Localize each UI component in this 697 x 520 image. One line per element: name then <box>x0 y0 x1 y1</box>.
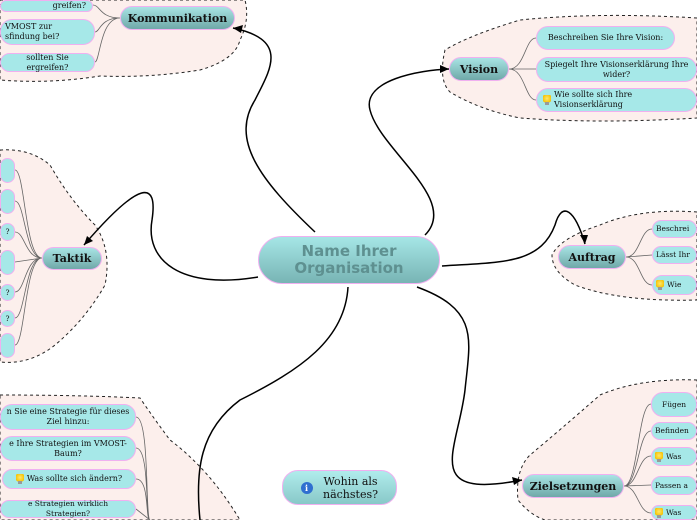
subtopic[interactable]: ? <box>0 284 15 301</box>
subtopic-label: Wie <box>667 280 682 289</box>
subtopic[interactable]: Befinden <box>651 422 697 440</box>
subtopic[interactable]: Wie sollte sich Ihre Visionserklärung <box>536 88 697 112</box>
subtopic[interactable] <box>0 333 15 358</box>
subtopic[interactable]: Passen a <box>651 476 697 495</box>
subtopic[interactable]: Wie <box>652 275 697 295</box>
subtopic-label: Wie sollte sich Ihre Visionserklärung <box>554 90 633 109</box>
lightbulb-icon <box>655 451 663 462</box>
topic-zielsetzungen[interactable]: Zielsetzungen <box>522 474 624 498</box>
subtopic[interactable]: Fügen <box>651 392 697 417</box>
next-steps-label: Wohin als nächstes? <box>322 474 378 501</box>
subtopic[interactable]: greifen? <box>0 0 93 12</box>
info-icon: i <box>300 481 313 494</box>
subtopic[interactable]: Spiegelt Ihre Visionserklärung Ihre wide… <box>536 57 697 82</box>
subtopic[interactable]: Was <box>651 447 697 466</box>
subtopic[interactable] <box>0 189 15 214</box>
subtopic[interactable]: e Strategien wirklich Strategien? <box>0 499 136 518</box>
next-steps-button[interactable]: i Wohin als nächstes? <box>282 470 397 505</box>
topic-taktik[interactable]: Taktik <box>42 247 102 270</box>
subtopic-label: Was <box>666 507 682 517</box>
subtopic[interactable]: sollten Sie ergreifen? <box>0 53 95 72</box>
subtopic[interactable]: Was sollte sich ändern? <box>2 469 136 489</box>
lightbulb-icon <box>655 507 663 518</box>
subtopic-label: Was <box>666 451 682 461</box>
subtopic[interactable]: ? <box>0 310 15 327</box>
central-topic[interactable]: Name Ihrer Organisation <box>258 236 440 284</box>
subtopic[interactable] <box>0 158 15 183</box>
subtopic[interactable]: n Sie eine Strategie für dieses Ziel hin… <box>0 404 136 430</box>
topic-vision[interactable]: Vision <box>449 57 509 81</box>
subtopic[interactable]: Beschreiben Sie Ihre Vision: <box>536 26 675 50</box>
subtopic[interactable]: e Ihre Strategien im VMOST-Baum? <box>0 436 136 461</box>
subtopic[interactable]: VMOST zur sfindung bei? <box>0 19 95 45</box>
lightbulb-icon <box>656 280 664 290</box>
subtopic[interactable] <box>0 250 15 275</box>
subtopic-label: Was sollte sich ändern? <box>26 474 123 483</box>
lightbulb-icon <box>15 474 24 484</box>
subtopic[interactable]: ? <box>0 223 15 241</box>
subtopic[interactable]: Lässt Ihr <box>652 246 697 264</box>
subtopic[interactable]: Beschrei <box>652 220 697 238</box>
subtopic[interactable]: Was <box>651 505 697 520</box>
topic-auftrag[interactable]: Auftrag <box>558 245 626 269</box>
topic-kommunikation[interactable]: Kommunikation <box>120 6 235 30</box>
lightbulb-icon <box>543 95 551 105</box>
